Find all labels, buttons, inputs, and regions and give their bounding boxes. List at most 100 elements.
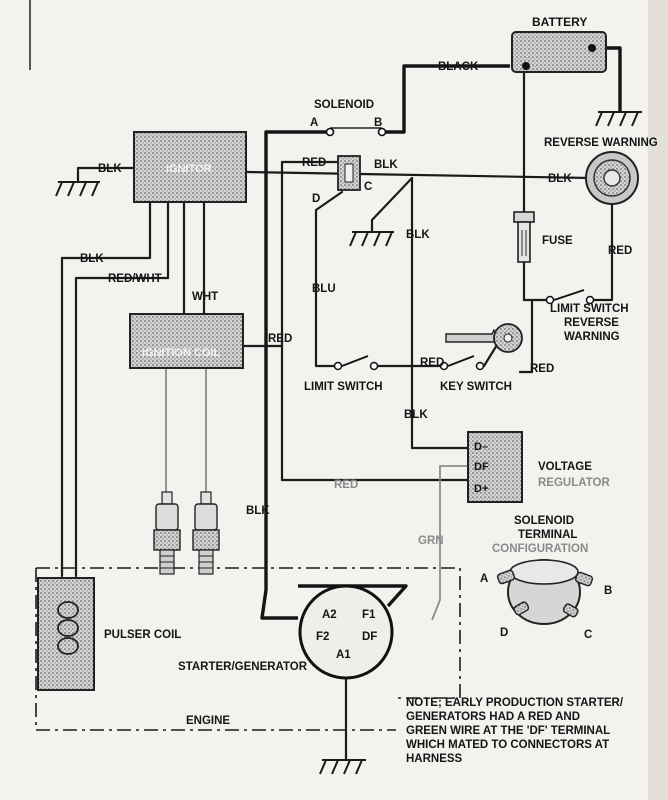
regulator-terminal-d-plus: D+ bbox=[474, 483, 488, 495]
wire-label-red-solenoid: RED bbox=[302, 157, 326, 169]
wire-key-red bbox=[518, 298, 534, 374]
ground-symbols bbox=[55, 111, 642, 775]
wire-solenoid-a-starter bbox=[260, 130, 330, 620]
starter-terminal-f1: F1 bbox=[362, 609, 376, 621]
wire-label-blk-pulser: BLK bbox=[80, 253, 104, 265]
spark-plug-2 bbox=[192, 491, 220, 575]
limit-switch-label: LIMIT SWITCH bbox=[304, 381, 383, 393]
voltage-regulator bbox=[467, 431, 523, 503]
pulser-coil-label: PULSER COIL bbox=[104, 629, 181, 641]
terminal-a-label: A bbox=[310, 117, 318, 129]
note-line-1: NOTE; EARLY PRODUCTION STARTER/ bbox=[406, 697, 624, 709]
wire-limitrev-reverse-red bbox=[590, 198, 614, 302]
key-switch bbox=[439, 355, 485, 371]
wire-label-blk-ground: BLK bbox=[98, 163, 122, 175]
solenoid-label: SOLENOID bbox=[314, 99, 374, 111]
wire-label-red-wht: RED/WHT bbox=[108, 273, 162, 285]
wire-label-black: BLACK bbox=[438, 61, 479, 73]
note-line-3: GREEN WIRE AT THE 'DF' TERMINAL bbox=[406, 725, 610, 737]
solenoid-config-label-3: CONFIGURATION bbox=[492, 543, 588, 555]
wire-label-grn: GRN bbox=[418, 535, 444, 547]
wire-red-regulator bbox=[280, 160, 470, 482]
wire-label-red-regulator: RED bbox=[334, 479, 358, 491]
page-edge bbox=[648, 0, 668, 800]
solenoid-config-label-2: TERMINAL bbox=[518, 529, 577, 541]
config-terminal-d: D bbox=[500, 627, 508, 639]
note-line-4: WHICH MATED TO CONNECTORS AT bbox=[406, 739, 609, 751]
limit-switch bbox=[333, 355, 379, 371]
wire-label-blk-main: BLK bbox=[374, 159, 398, 171]
ignitor-label: IGNITOR bbox=[166, 163, 212, 175]
wires bbox=[60, 46, 622, 762]
wire-ignitor-pulser-redwht bbox=[74, 198, 170, 578]
fuse bbox=[513, 211, 535, 263]
wire-label-blk-starter: BLK bbox=[246, 505, 270, 517]
key-icon bbox=[445, 323, 523, 353]
terminal-c-label: C bbox=[364, 181, 372, 193]
starter-bracket bbox=[298, 584, 408, 608]
wire-grn bbox=[431, 465, 468, 621]
limit-switch-reverse-label-2: REVERSE bbox=[564, 317, 619, 329]
limit-switch-reverse bbox=[545, 289, 595, 305]
config-terminal-b: B bbox=[604, 585, 612, 597]
regulator-terminal-d-minus: D– bbox=[474, 441, 488, 453]
solenoid bbox=[325, 127, 387, 191]
wire-blk-regulator bbox=[410, 176, 470, 450]
regulator-terminal-df: DF bbox=[474, 461, 489, 473]
battery-negative-terminal bbox=[588, 44, 596, 52]
solenoid-terminal-diagram bbox=[496, 559, 594, 625]
ground-battery bbox=[595, 111, 642, 127]
note: NOTE; EARLY PRODUCTION STARTER/ GENERATO… bbox=[406, 697, 624, 765]
ignition-coil-label: IGNITION COIL bbox=[142, 347, 221, 359]
note-line-5: HARNESS bbox=[406, 753, 463, 765]
key-switch-label: KEY SWITCH bbox=[440, 381, 512, 393]
reverse-warning-buzzer bbox=[585, 151, 639, 205]
config-terminal-c: C bbox=[584, 629, 592, 641]
wire-blu bbox=[314, 190, 344, 368]
pulser-coil bbox=[37, 577, 95, 691]
wire-label-red-reverse: RED bbox=[608, 245, 632, 257]
wire-label-blk-regulator: BLK bbox=[404, 409, 428, 421]
engine-outline bbox=[35, 567, 461, 731]
solenoid-config-label-1: SOLENOID bbox=[514, 515, 574, 527]
battery-label: BATTERY bbox=[532, 15, 587, 29]
limit-switch-reverse-label-3: WARNING bbox=[564, 331, 620, 343]
wire-label-blk-reverse: BLK bbox=[548, 173, 572, 185]
wire-label-red-limit: RED bbox=[420, 357, 444, 369]
starter-terminal-f2: F2 bbox=[316, 631, 329, 643]
wire-label-red-coil: RED bbox=[268, 333, 292, 345]
config-terminal-a: A bbox=[480, 573, 488, 585]
engine-label: ENGINE bbox=[186, 715, 230, 727]
limit-switch-reverse-label-1: LIMIT SWITCH bbox=[550, 303, 629, 315]
wire-blk-solenoid-ground bbox=[370, 176, 414, 234]
terminal-d-label: D bbox=[312, 193, 320, 205]
ground-solenoid bbox=[349, 231, 394, 247]
wire-black-battery-solenoid bbox=[382, 64, 510, 134]
starter-terminal-a1: A1 bbox=[336, 649, 351, 661]
spark-plug-1 bbox=[153, 491, 181, 575]
wire-ignitor-pulser-blk bbox=[60, 198, 152, 578]
wire-label-blu: BLU bbox=[312, 283, 336, 295]
reverse-warning-label: REVERSE WARNING bbox=[544, 137, 658, 149]
starter-generator bbox=[298, 584, 394, 680]
labels: BATTERY BLACK SOLENOID A B C D RED BLK B… bbox=[80, 15, 658, 727]
solenoid-terminal-b bbox=[377, 127, 387, 137]
battery-positive-terminal bbox=[522, 62, 530, 70]
wire-label-blk-vertical: BLK bbox=[406, 229, 430, 241]
ground-ignitor bbox=[55, 181, 100, 197]
note-line-2: GENERATORS HAD A RED AND bbox=[406, 711, 580, 723]
solenoid-terminal-a bbox=[325, 127, 335, 137]
battery bbox=[511, 31, 607, 73]
ground-starter bbox=[319, 759, 366, 775]
starter-terminal-a2: A2 bbox=[322, 609, 337, 621]
starter-generator-label: STARTER/GENERATOR bbox=[178, 661, 308, 673]
wire-label-wht: WHT bbox=[192, 291, 218, 303]
wire-label-red-key: RED bbox=[530, 363, 554, 375]
starter-terminal-df: DF bbox=[362, 631, 377, 643]
wire-blk-main bbox=[244, 170, 592, 180]
ignition-coil bbox=[129, 313, 244, 369]
terminal-b-label: B bbox=[374, 117, 382, 129]
fuse-label: FUSE bbox=[542, 235, 573, 247]
ignitor bbox=[133, 131, 247, 203]
